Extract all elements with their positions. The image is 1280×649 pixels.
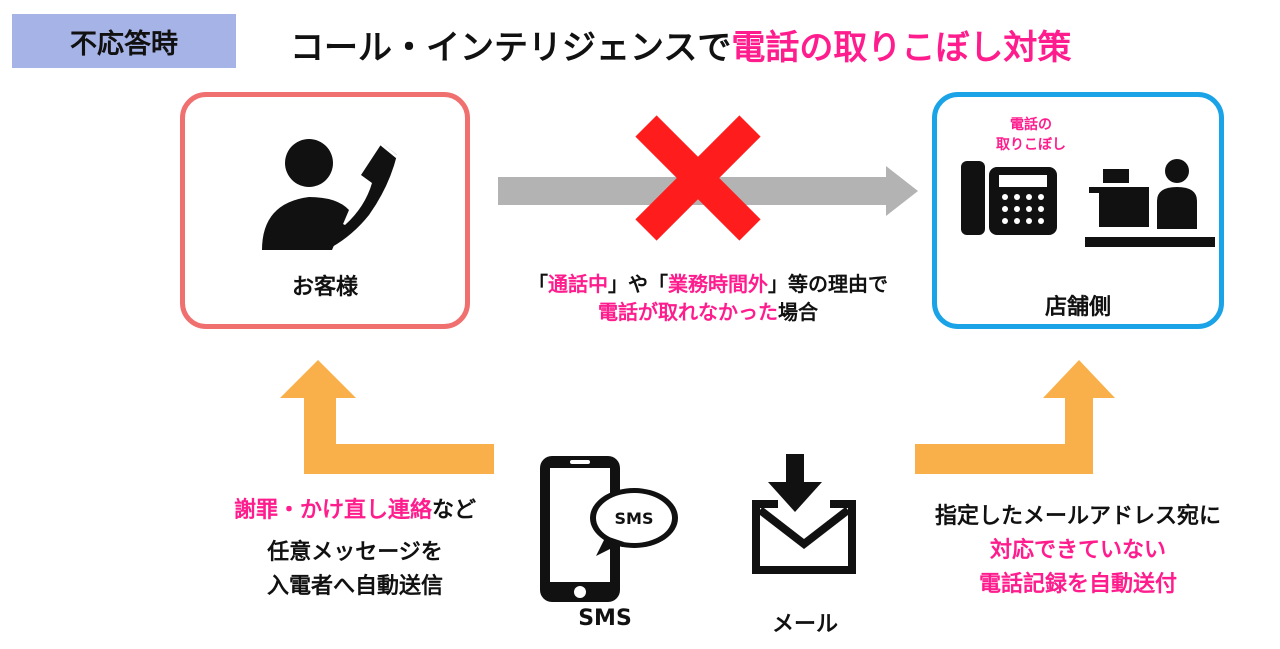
- mail-desc-line1: 指定したメールアドレス宛に: [934, 504, 1221, 529]
- sms-desc-line2: 任意メッセージを: [267, 540, 443, 565]
- mail-download-icon: [752, 454, 856, 574]
- tag-label: 不応答時: [12, 14, 236, 68]
- mail-desc-line3: 電話記録を自動送付: [978, 572, 1177, 597]
- title-highlight: 電話の取りこぼし対策: [731, 27, 1072, 68]
- blocked-call-arrow: [498, 115, 918, 241]
- mail-description: 指定したメールアドレス宛に 対応できていない 電話記録を自動送付: [892, 500, 1264, 602]
- customer-phone-icon: [262, 137, 398, 250]
- smartphone-sms-icon: SMS: [540, 456, 678, 602]
- sms-bubble-text: SMS: [615, 509, 654, 528]
- sms-label: SMS: [578, 606, 632, 631]
- sms-description: 謝罪・かけ直し連絡など 任意メッセージを 入電者へ自動送信: [200, 494, 510, 604]
- page-title: コール・インテリジェンスで電話の取りこぼし対策: [290, 14, 1270, 74]
- cross-mark-icon: [635, 115, 761, 241]
- reason-line1: 「通話中」や「業務時間外」等の理由で: [528, 272, 888, 296]
- mail-forward-arrow: [915, 360, 1115, 474]
- title-main: コール・インテリジェンスで: [290, 27, 732, 68]
- sms-return-arrow: [280, 360, 494, 474]
- missed-line2: 取りこぼし: [996, 137, 1066, 153]
- cashier-icon: [1085, 159, 1215, 247]
- reason-text: 「通話中」や「業務時間外」等の理由で 電話が取れなかった場合: [478, 270, 938, 326]
- office-phone-icon: [961, 161, 1057, 235]
- missed-call-note: 電話の 取りこぼし: [971, 115, 1091, 155]
- sms-desc-line1: 謝罪・かけ直し連絡など: [233, 498, 477, 523]
- sms-desc-line3: 入電者へ自動送信: [266, 574, 443, 599]
- store-label: 店舗側: [1044, 295, 1111, 320]
- mail-label: メール: [771, 612, 838, 637]
- customer-label: お客様: [291, 275, 358, 300]
- customer-box: お客様: [180, 92, 470, 329]
- missed-line1: 電話の: [1010, 117, 1052, 133]
- store-box: 電話の 取りこぼし 店舗側: [932, 92, 1224, 329]
- reason-line2: 電話が取れなかった場合: [598, 300, 818, 324]
- mail-desc-line2: 対応できていない: [989, 538, 1166, 563]
